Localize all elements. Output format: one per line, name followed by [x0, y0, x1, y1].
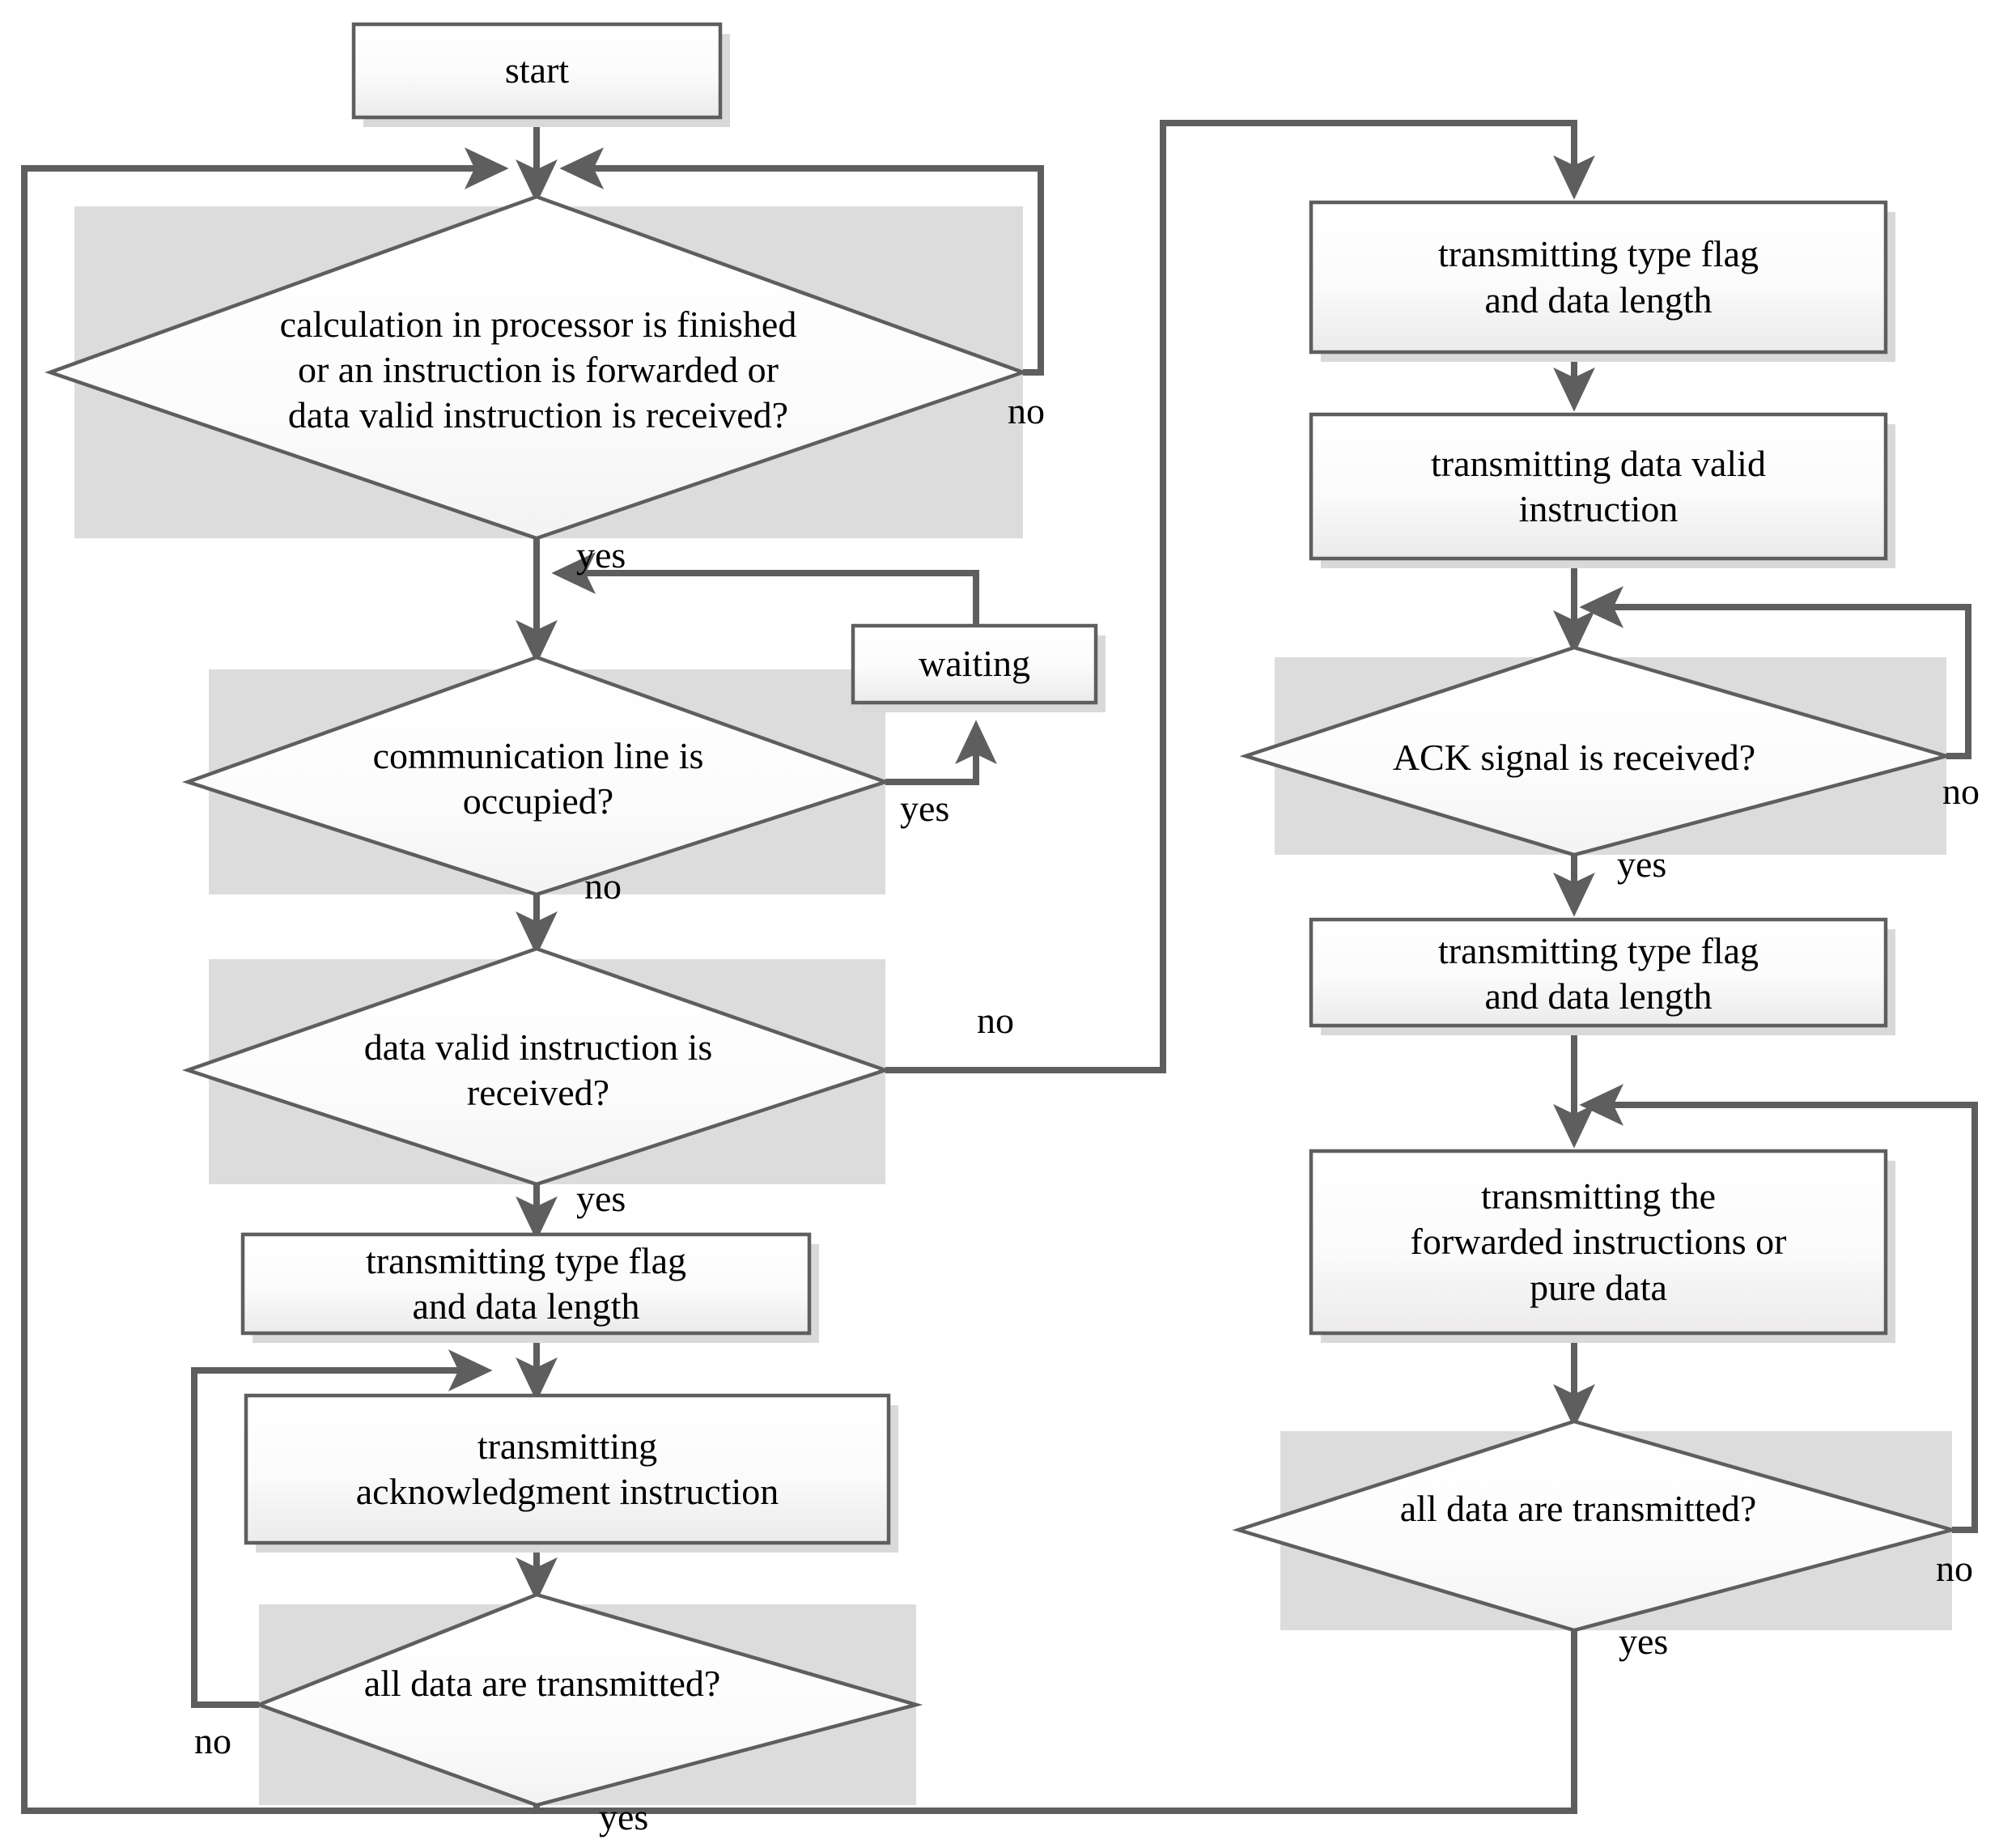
box-ack-instruction[interactable]: [244, 1393, 891, 1545]
connector-group: [21, 118, 1978, 1814]
diamond-all-data-left[interactable]: [253, 1592, 923, 1808]
box-data-valid-instruction[interactable]: [1309, 412, 1888, 561]
edge-d3-no-to-right-column: [885, 120, 1595, 1073]
box-forwarded-or-pure[interactable]: [1309, 1149, 1888, 1336]
edge-label-d2-no: no: [584, 865, 622, 907]
edge-d2-yes-to-waiting: [885, 720, 997, 785]
box-left-typeflag[interactable]: [240, 1232, 812, 1336]
edge-label-d3-no: no: [977, 1000, 1014, 1041]
edge-waiting-return: [551, 552, 979, 626]
box-right-typeflag-1[interactable]: [1309, 200, 1888, 355]
box-start[interactable]: [351, 22, 723, 120]
box-right-typeflag-2[interactable]: [1309, 917, 1888, 1028]
edge-label-d6-yes: yes: [1619, 1621, 1669, 1662]
box-waiting[interactable]: [851, 623, 1098, 705]
edge-d5-no-loop: [1579, 586, 1971, 759]
edge-label-d5-no: no: [1942, 771, 1980, 812]
edge-d4-no-loop: [191, 1349, 493, 1708]
diamond-ack-signal[interactable]: [1239, 645, 1954, 857]
edge-label-d1-no: no: [1008, 390, 1045, 431]
edge-label-d4-yes: yes: [599, 1796, 649, 1837]
edge-label-d5-yes: yes: [1617, 843, 1667, 885]
diamond-trigger[interactable]: [45, 194, 1029, 541]
diamond-line-occupied[interactable]: [182, 655, 891, 897]
edge-d1-no-loop: [559, 147, 1044, 376]
edge-label-d4-no: no: [194, 1720, 231, 1761]
edge-label-d6-no: no: [1936, 1548, 1973, 1589]
edge-label-d3-yes: yes: [576, 1178, 626, 1219]
diamond-data-valid[interactable]: [181, 946, 892, 1187]
edge-d6-yes: [537, 1630, 1577, 1814]
edge-label-d2-yes: yes: [900, 788, 950, 829]
decision-diamond-group: [45, 194, 1959, 1808]
edge-d6-no-loop: [1579, 1084, 1978, 1533]
process-box-group: [240, 22, 1888, 1545]
diamond-all-data-right[interactable]: [1232, 1419, 1959, 1633]
edge-label-d1-yes: yes: [576, 534, 626, 576]
